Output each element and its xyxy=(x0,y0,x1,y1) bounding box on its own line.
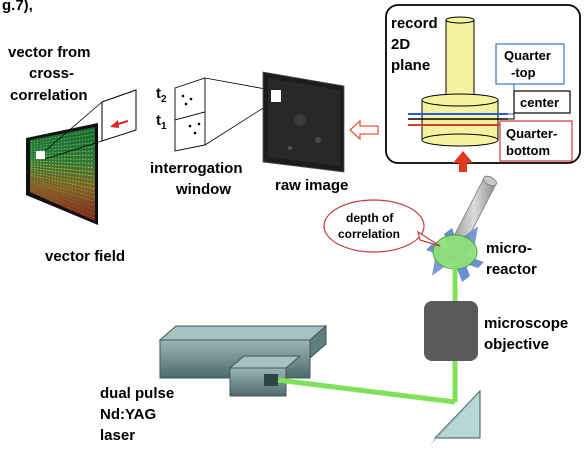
vector-from-label: vector from cross- correlation xyxy=(8,44,95,104)
raw-image-selection xyxy=(271,90,281,102)
interrogation-window-label: interrogation window xyxy=(150,160,247,198)
vector-field-row xyxy=(30,181,95,202)
laser-beam-horizontal xyxy=(277,377,456,405)
microscope-objective-label: microscope objective xyxy=(484,315,572,353)
zoom-line-top xyxy=(44,101,103,152)
raw-image-label: raw image xyxy=(275,177,348,194)
vector-field-row xyxy=(30,191,95,219)
t1-label: t1 xyxy=(156,112,167,132)
micro-reactor xyxy=(426,226,484,282)
vector-from-line3: correlation xyxy=(10,87,88,104)
t2-label: t2 xyxy=(156,85,167,105)
vector-field-row xyxy=(30,186,95,211)
zoom-line-raw-top xyxy=(204,77,272,91)
vector-field-row xyxy=(30,189,95,215)
correlation-vector-arrow-head xyxy=(110,120,119,128)
hollow-arrow-to-raw-image xyxy=(349,119,379,141)
vector-from-line2: cross- xyxy=(29,65,74,82)
vector-field-panel xyxy=(26,123,98,225)
microscope-objective xyxy=(424,301,478,361)
vector-field-selection-box xyxy=(36,151,45,159)
red-arrow-up xyxy=(453,151,473,172)
center-box xyxy=(513,90,571,114)
record-2d-plane-label: record 2D plane xyxy=(391,15,442,74)
vector-field-lines xyxy=(30,129,95,219)
zoom-line-raw-bottom xyxy=(204,102,272,146)
quarter-top-box xyxy=(495,43,565,85)
center-label: center xyxy=(520,95,559,110)
depth-of-correlation-bubble xyxy=(323,199,425,253)
quarter-bottom-box xyxy=(499,120,573,162)
laser-label: dual pulse Nd:YAG laser xyxy=(100,385,178,444)
vector-from-line1: vector from xyxy=(8,44,91,61)
vector-field-row xyxy=(30,179,95,198)
depth-of-correlation-label: depth of correlation xyxy=(338,211,400,241)
vector-field-row xyxy=(30,184,95,206)
raw-image xyxy=(262,71,345,173)
nd-yag-laser xyxy=(158,324,328,397)
zoom-line-bottom xyxy=(44,140,103,160)
quarter-bottom-label: Quarter- bottom xyxy=(506,126,561,158)
micro-reactor-label: micro- reactor xyxy=(486,240,537,278)
interrogation-window xyxy=(174,77,206,152)
quarter-top-label: Quarter -top xyxy=(504,48,555,80)
correlation-vector-box xyxy=(101,89,137,142)
reactor-cylinder xyxy=(408,16,508,147)
top-caption: g.7), xyxy=(2,0,33,14)
vector-field-label: vector field xyxy=(45,248,125,265)
micro-reactor-chip xyxy=(432,234,478,270)
